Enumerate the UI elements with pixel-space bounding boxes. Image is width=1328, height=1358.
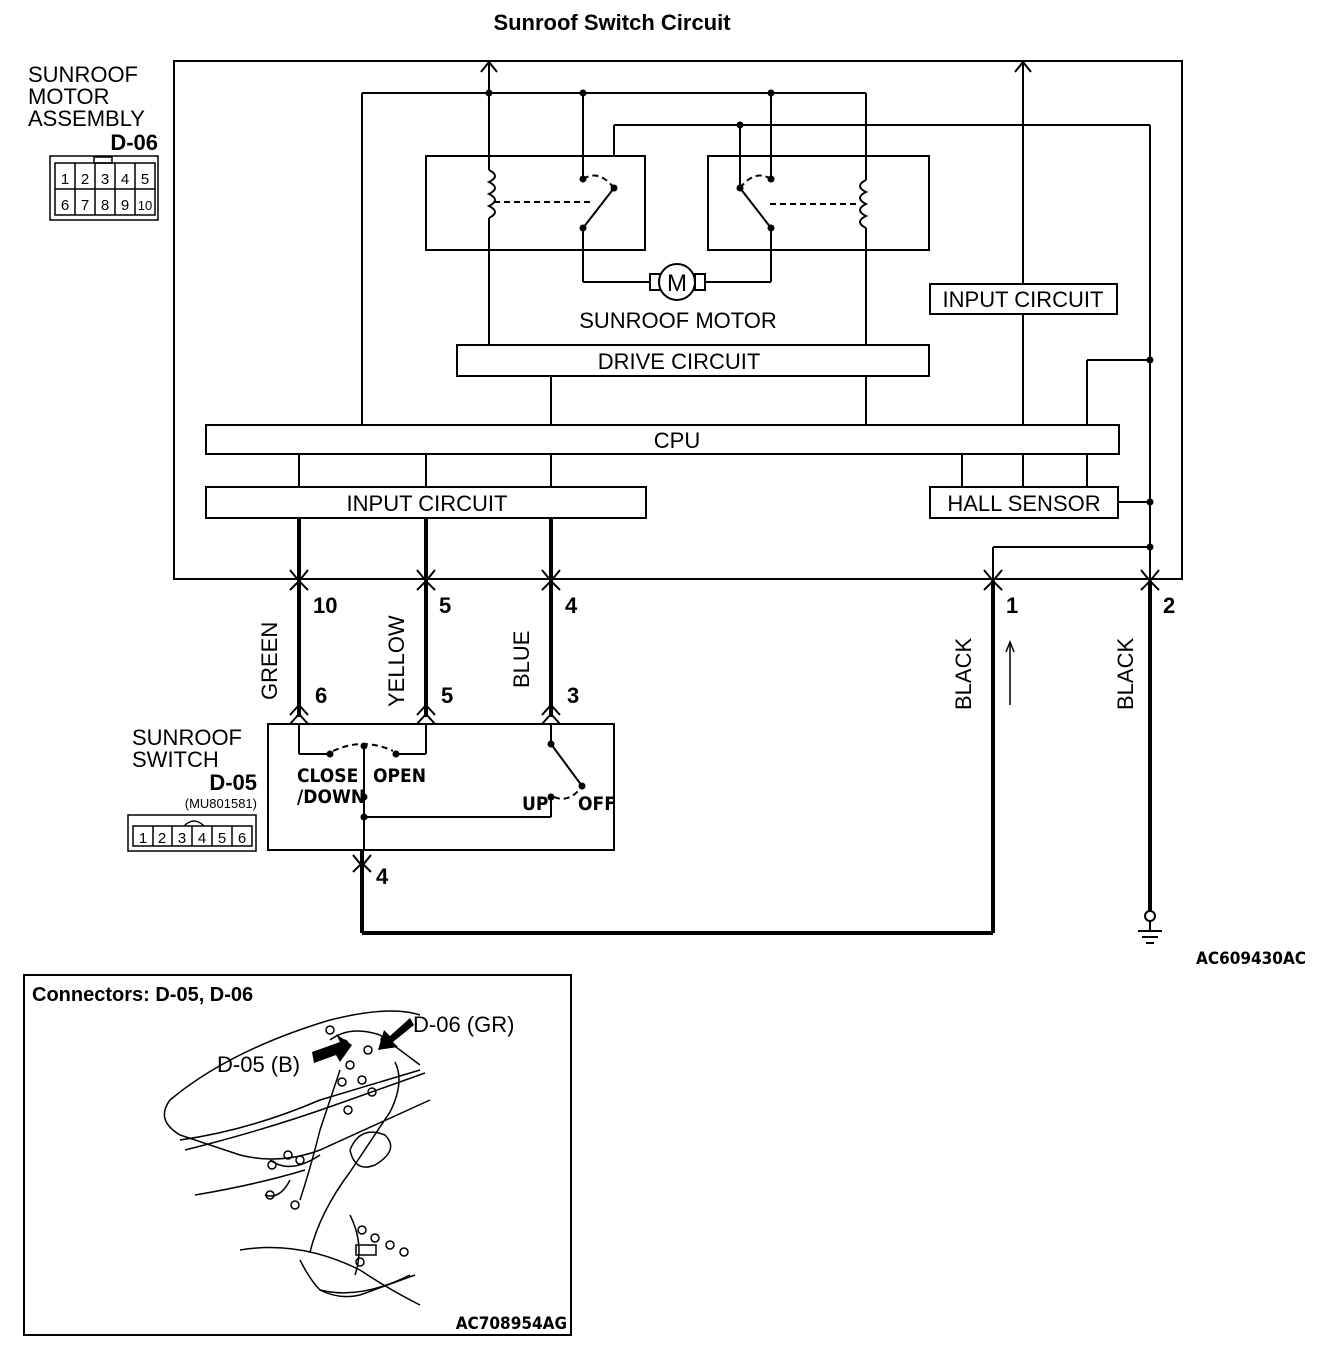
blue-pin-top: 4 <box>565 593 578 618</box>
d06-pin-8: 8 <box>101 197 109 214</box>
relay-right <box>707 93 930 345</box>
d06-pin-3: 3 <box>101 171 109 188</box>
input-circuit-left-block: INPUT CIRCUIT <box>205 454 647 519</box>
green-pin-bottom: 6 <box>315 683 327 708</box>
input-circuit-left-label: INPUT CIRCUIT <box>347 491 508 516</box>
motor-assembly-label: SUNROOF MOTOR ASSEMBLY D-06 <box>28 62 158 155</box>
d05-pin-3: 3 <box>178 830 186 847</box>
black1-pin-top: 1 <box>1006 593 1018 618</box>
d05-pin-1: 1 <box>139 830 147 847</box>
d05-pin-5: 5 <box>218 830 226 847</box>
arrow-d06-icon <box>378 1018 414 1050</box>
switch-off-label: OFF <box>578 793 616 815</box>
label-d05: D-05 (B) <box>217 1052 300 1077</box>
cpu-label: CPU <box>654 428 700 453</box>
d06-pin-6: 6 <box>61 197 69 214</box>
wire-label-blue: BLUE <box>509 631 534 688</box>
switch-close-label: CLOSE <box>297 765 358 787</box>
motor-assembly-line1: SUNROOF <box>28 62 138 87</box>
ground-symbol <box>1138 910 1162 944</box>
motor-label: SUNROOF MOTOR <box>579 308 777 333</box>
motor-assembly-line2: MOTOR <box>28 84 109 109</box>
black2-pin-top: 2 <box>1163 593 1175 618</box>
switch-down-label: /DOWN <box>297 786 365 808</box>
drive-circuit-label: DRIVE CIRCUIT <box>598 349 761 374</box>
blue-pin-bottom: 3 <box>567 683 579 708</box>
sunroof-switch-box: CLOSE /DOWN OPEN UP OFF 4 <box>267 723 616 889</box>
switch-part-number: (MU801581) <box>185 796 257 811</box>
wire-label-green: GREEN <box>257 622 282 700</box>
wire-label-black-2: BLACK <box>1113 638 1138 710</box>
motor-assembly-box <box>173 60 1183 580</box>
figure-code: AC609430AC <box>1196 949 1306 969</box>
switch-open-label: OPEN <box>373 765 426 787</box>
cpu-block: CPU <box>205 424 1120 455</box>
switch-ground-pin: 4 <box>376 864 389 889</box>
d06-pin-5: 5 <box>141 171 149 188</box>
switch-label-line2: SWITCH <box>132 747 219 772</box>
motor-symbol: M <box>667 270 687 297</box>
d06-pin-7: 7 <box>81 197 89 214</box>
yellow-pin-top: 5 <box>439 593 451 618</box>
green-pin-top: 10 <box>313 593 337 618</box>
drive-circuit-block: DRIVE CIRCUIT <box>456 344 930 425</box>
wire-label-black-1: BLACK <box>951 638 976 710</box>
diagram-title: Sunroof Switch Circuit <box>493 10 731 35</box>
d06-pin-4: 4 <box>121 171 129 188</box>
connectors-figure-code: AC708954AG <box>456 1314 567 1334</box>
vehicle-illustration <box>163 1010 431 1306</box>
switch-label-line1: SUNROOF <box>132 725 242 750</box>
hall-sensor-label: HALL SENSOR <box>947 491 1100 516</box>
label-d06: D-06 (GR) <box>413 1012 514 1037</box>
d05-pin-2: 2 <box>158 830 166 847</box>
motor-assembly-line3: ASSEMBLY <box>28 106 145 131</box>
harness-wires <box>289 518 1160 935</box>
d06-pin-2: 2 <box>81 171 89 188</box>
wire-color-labels: GREEN YELLOW BLUE BLACK BLACK <box>257 615 1138 710</box>
pin-numbers: 10 6 5 5 4 3 1 2 <box>313 593 1175 708</box>
yellow-pin-bottom: 5 <box>441 683 453 708</box>
d06-pin-10: 10 <box>138 198 152 213</box>
input-circuit-right-label: INPUT CIRCUIT <box>943 287 1104 312</box>
input-circuit-right-block: INPUT CIRCUIT <box>929 283 1118 315</box>
d06-pin-9: 9 <box>121 197 129 214</box>
connector-d05-icon: 1 2 3 4 5 6 <box>127 814 257 852</box>
d06-pin-1: 1 <box>61 171 69 188</box>
sunroof-switch-label: SUNROOF SWITCH D-05 (MU801581) <box>132 725 257 811</box>
connector-d06-icon: 1 2 3 4 5 6 7 8 9 10 <box>49 155 159 221</box>
wire-label-yellow: YELLOW <box>384 615 409 707</box>
hall-sensor-block: HALL SENSOR <box>929 454 1154 579</box>
connectors-panel: Connectors: D-05, D-06 <box>23 974 572 1336</box>
sunroof-motor: M SUNROOF MOTOR <box>579 263 777 333</box>
hall-feed-wiring <box>1086 356 1154 425</box>
relay-left <box>425 93 646 345</box>
motor-assembly-code: D-06 <box>110 130 158 155</box>
switch-code: D-05 <box>209 770 257 795</box>
switch-up-label: UP <box>522 793 548 815</box>
d05-pin-4: 4 <box>198 830 206 847</box>
connectors-title: Connectors: D-05, D-06 <box>32 984 253 1006</box>
arrow-d05-icon <box>312 1034 352 1063</box>
d05-pin-6: 6 <box>238 830 246 847</box>
